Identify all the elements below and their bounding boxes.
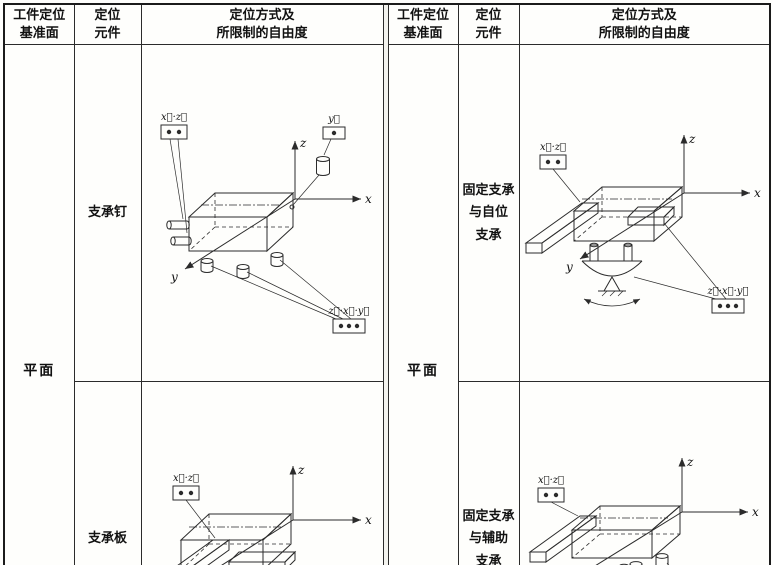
bottom-support-pins: [200, 251, 283, 279]
axis-z-label: z: [688, 132, 696, 146]
fixed-support-plate: [524, 201, 600, 254]
diagram-support-pins: z x y x⃗·z⃗ y⃗ z⃗·x⃗·y⃗: [160, 112, 372, 333]
workpiece-block: [179, 512, 292, 565]
axis-x-label: x: [365, 513, 372, 527]
element-fixed-auxiliary-support: 固定支承 与辅助 支承: [457, 380, 520, 565]
dof-label-xz: x⃗·z⃗: [172, 473, 198, 484]
end-support-pin: [289, 155, 330, 209]
diagram-cell-self-aligning: z x y x⃗·z⃗ z⃗·x⃗·y⃗: [518, 43, 771, 382]
axis-y-label: y: [565, 260, 573, 274]
coordinate-axes: [184, 140, 361, 269]
dof-label-xz: x⃗·z⃗: [160, 112, 186, 123]
locator-symbol-bottom-right: [210, 259, 365, 333]
dof-label-zxy: z⃗·x⃗·y⃗: [327, 306, 369, 317]
dof-label-y: y⃗: [327, 114, 340, 125]
auxiliary-screw-support: [618, 563, 629, 565]
dof-label-zxy: z⃗·x⃗·y⃗: [706, 286, 748, 297]
dof-label-xz: x⃗·z⃗: [538, 475, 564, 486]
fixed-support-block: [626, 205, 675, 226]
header-datum-right: 工件定位 基准面: [387, 3, 459, 45]
support-plate-long: [176, 538, 231, 565]
axis-z-label: z: [686, 455, 694, 469]
fixed-support-plate: [528, 514, 598, 563]
dof-label-xz: x⃗·z⃗: [540, 142, 566, 153]
axis-z-label: z: [297, 463, 305, 477]
side-support-pins: [165, 220, 192, 245]
header-datum-left: 工件定位 基准面: [3, 3, 75, 45]
diagram-fixed-and-self-aligning: z x y x⃗·z⃗ z⃗·x⃗·y⃗: [524, 132, 761, 313]
workpiece-block: [187, 191, 294, 252]
locator-symbol-bottom-right: [633, 222, 745, 313]
workpiece-block: [570, 504, 682, 559]
locator-symbol-top-left: [160, 124, 187, 233]
header-method-right: 定位方式及 所限制的自由度: [518, 3, 771, 45]
diagram-cell-support-pins: z x y x⃗·z⃗ y⃗ z⃗·x⃗·y⃗: [140, 43, 384, 382]
locator-symbol-top-right: [322, 126, 345, 155]
diagram-cell-auxiliary: z x y x⃗·z⃗ z⃗·x⃗·y⃗: [518, 380, 771, 565]
self-aligning-rocker-support: [581, 242, 643, 306]
header-element-left: 定位 元件: [73, 3, 142, 45]
element-support-pin: 支承钉: [73, 43, 142, 382]
axis-y-label: y: [170, 270, 178, 284]
support-plate-right: [227, 550, 296, 565]
locator-symbol-top-left: [537, 487, 578, 516]
header-element-right: 定位 元件: [457, 3, 520, 45]
coordinate-axes: [579, 134, 750, 259]
diagram-support-plates: z x y x⃗·z⃗ z⃗·x⃗·y⃗: [172, 463, 372, 565]
positioning-methods-table: 工件定位 基准面 定位 元件 定位方式及 所限制的自由度 工件定位 基准面 定位…: [3, 3, 771, 565]
element-fixed-self-aligning-support: 固定支承 与自位 支承: [457, 43, 520, 382]
workpiece-block: [572, 185, 684, 242]
coordinate-axes: [219, 465, 361, 565]
diagram-cell-support-plates: z x y x⃗·z⃗ z⃗·x⃗·y⃗: [140, 380, 384, 565]
axis-z-label: z: [299, 136, 307, 150]
header-method-left: 定位方式及 所限制的自由度: [140, 3, 384, 45]
coordinate-axes: [594, 457, 748, 565]
fixed-support-pins: [629, 552, 669, 565]
rocking-motion-arrow: [583, 298, 640, 306]
datum-plane-right: 平面: [387, 43, 459, 565]
locator-symbol-top-left: [539, 154, 581, 202]
element-support-plate: 支承板: [73, 380, 142, 565]
axis-x-label: x: [752, 505, 759, 519]
axis-x-label: x: [754, 186, 761, 200]
axis-x-label: x: [365, 192, 372, 206]
diagram-fixed-and-auxiliary: z x y x⃗·z⃗ z⃗·x⃗·y⃗: [528, 455, 759, 565]
locator-symbol-top-left: [172, 485, 215, 538]
datum-plane-left: 平面: [3, 43, 75, 565]
